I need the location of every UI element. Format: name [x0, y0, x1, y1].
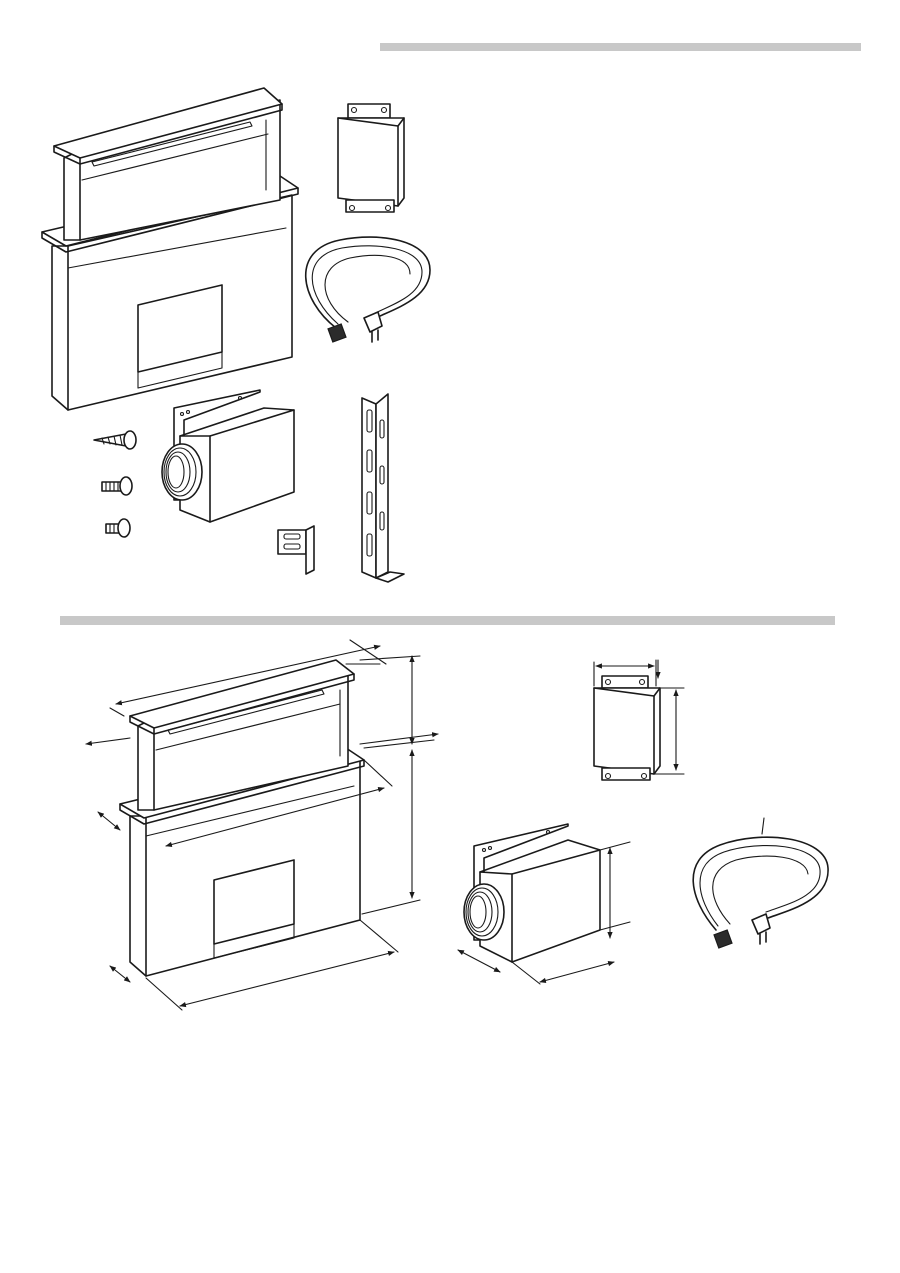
control-module-dimensioned	[593, 659, 685, 781]
machine-screw-icon	[101, 476, 133, 496]
fan-box	[161, 389, 295, 523]
screws	[93, 430, 137, 538]
support-rail	[361, 393, 405, 583]
power-cord-bottom	[692, 817, 829, 949]
power-cord	[304, 236, 431, 343]
mounting-bracket	[277, 525, 315, 575]
control-module	[337, 103, 405, 213]
dimension-lines	[85, 639, 439, 1011]
short-screw-icon	[105, 518, 131, 538]
wood-screw-icon	[93, 430, 137, 450]
downdraft-unit	[41, 87, 299, 411]
section-bar-top	[380, 43, 861, 51]
fan-box-dimensioned	[457, 823, 631, 985]
downdraft-unit-dimensioned	[85, 639, 439, 1011]
section-bar-middle	[60, 616, 835, 625]
